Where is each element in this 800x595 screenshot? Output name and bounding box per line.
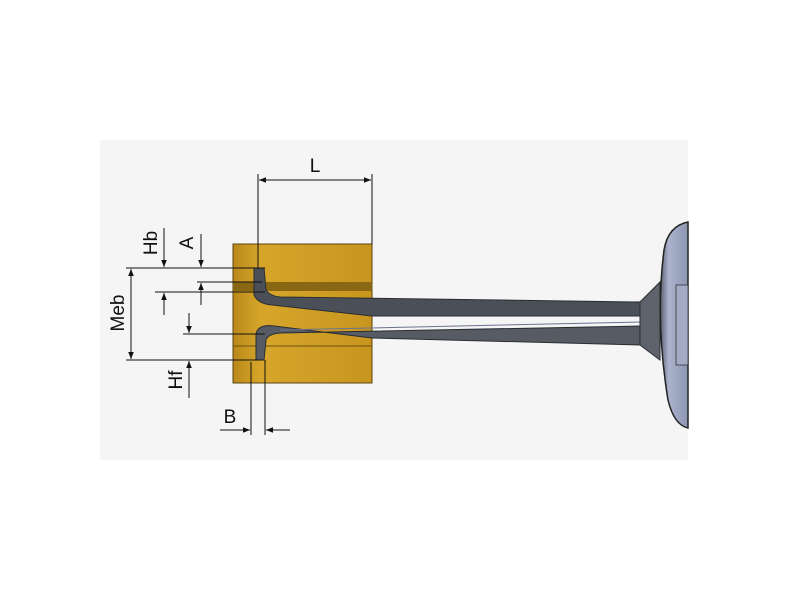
handle — [659, 221, 689, 429]
label-A: A — [177, 236, 198, 249]
label-Hf: Hf — [166, 370, 187, 390]
dimension-Meb: Meb — [108, 267, 265, 361]
label-Hb: Hb — [141, 231, 162, 255]
label-B: B — [224, 407, 237, 428]
label-Meb: Meb — [108, 295, 129, 332]
dimension-Hb: Hb — [141, 228, 265, 315]
dimension-A: A — [177, 234, 262, 305]
dimension-L: L — [257, 156, 373, 268]
dimension-B: B — [220, 360, 290, 435]
label-L: L — [310, 156, 321, 177]
dimension-Hf: Hf — [166, 313, 265, 398]
pliers-tool — [253, 221, 689, 429]
